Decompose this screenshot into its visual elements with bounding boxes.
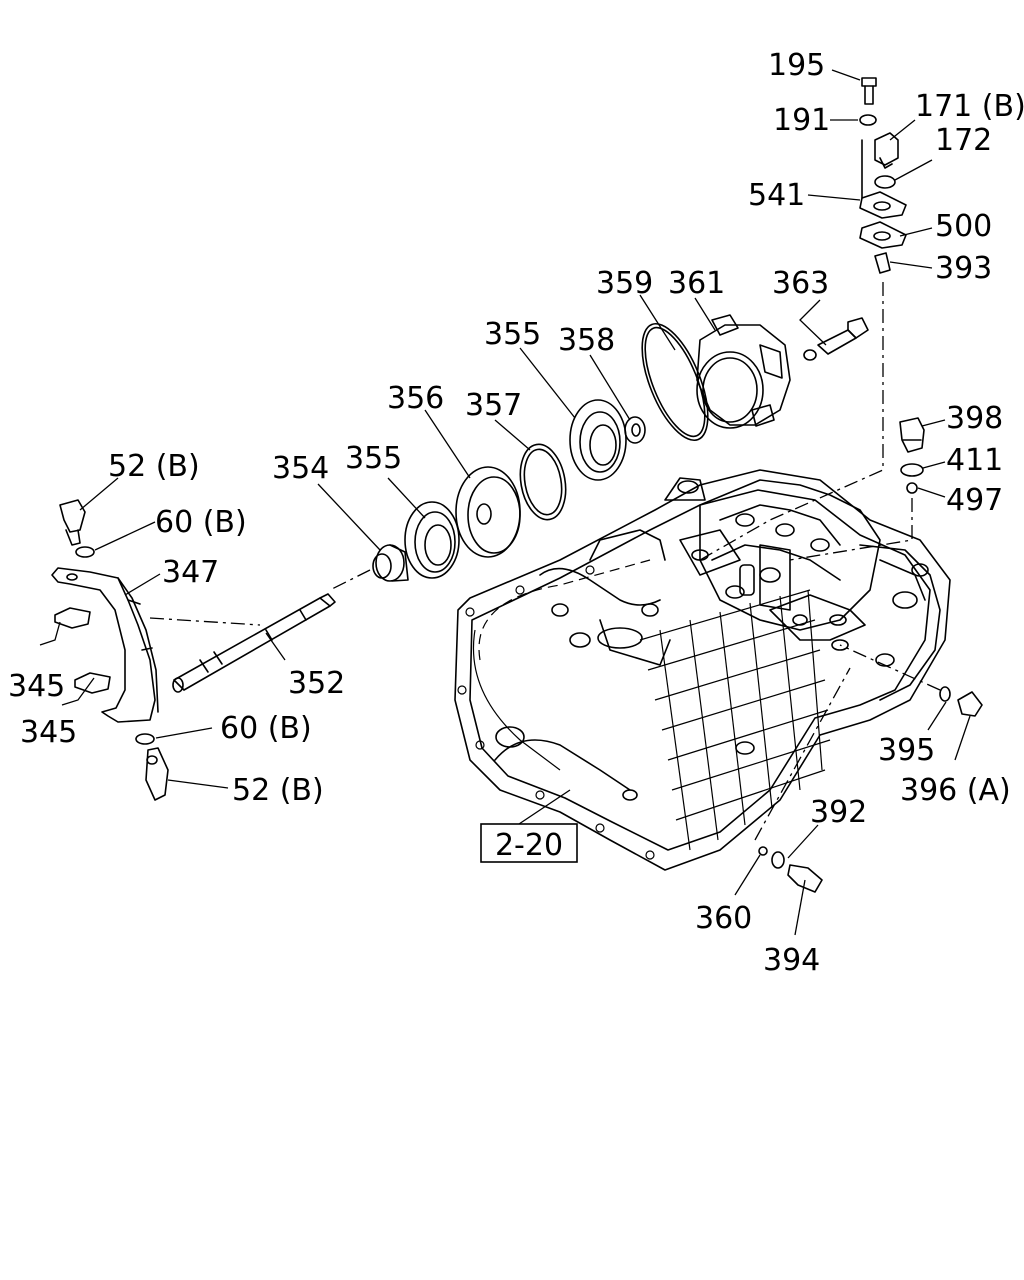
part-394-plug — [787, 864, 823, 893]
label-359: 359 — [596, 266, 653, 301]
label-396a: 396 (A) — [900, 773, 1011, 808]
part-541-plate — [859, 139, 907, 219]
label-345-upper: 345 — [8, 669, 65, 704]
part-354-bushing — [372, 544, 409, 582]
assembly-lines — [149, 282, 941, 841]
part-396a-plug — [957, 691, 983, 717]
part-361-accumulator — [696, 314, 791, 429]
label-392: 392 — [810, 795, 867, 830]
part-352-shift-rod — [172, 593, 336, 693]
label-356: 356 — [387, 381, 444, 416]
leader-lines — [39, 69, 971, 936]
part-356-piston — [455, 466, 521, 558]
part-359-o-ring — [641, 322, 709, 442]
part-52b-bolt-top — [59, 499, 86, 546]
part-500-gasket — [859, 221, 907, 249]
part-411-o-ring — [900, 463, 924, 477]
part-191-washer — [859, 114, 877, 126]
label-172: 172 — [935, 123, 992, 158]
part-358-nut — [624, 416, 646, 444]
part-393-plug — [874, 252, 891, 274]
label-395: 395 — [878, 733, 935, 768]
part-52b-bolt-bottom — [145, 747, 169, 801]
label-195: 195 — [768, 48, 825, 83]
label-347: 347 — [162, 555, 219, 590]
label-394: 394 — [763, 943, 820, 978]
part-355-seal-lower — [404, 501, 460, 579]
part-345-shoe-upper — [54, 607, 91, 629]
label-171b: 171 (B) — [915, 89, 1024, 124]
label-358: 358 — [558, 323, 615, 358]
label-191: 191 — [773, 103, 830, 138]
label-345-lower: 345 — [20, 715, 77, 750]
label-355-upper: 355 — [484, 317, 541, 352]
label-354: 354 — [272, 451, 329, 486]
label-398: 398 — [946, 401, 1003, 436]
label-541: 541 — [748, 178, 805, 213]
label-355-lower: 355 — [345, 441, 402, 476]
reference-box: 2-20 — [480, 823, 578, 863]
label-361: 361 — [668, 266, 725, 301]
label-357: 357 — [465, 388, 522, 423]
part-392-o-ring — [771, 851, 785, 869]
label-360: 360 — [695, 901, 752, 936]
label-52b-top: 52 (B) — [108, 449, 200, 484]
part-345-shoe-lower — [74, 672, 111, 694]
part-60b-washer-bottom — [135, 733, 155, 745]
part-171b-switch — [874, 132, 899, 169]
label-60b-top: 60 (B) — [155, 505, 247, 540]
part-360-ball — [758, 846, 768, 856]
label-411: 411 — [946, 443, 1003, 478]
part-355-seal-upper — [569, 399, 627, 481]
label-393: 393 — [935, 251, 992, 286]
callout-labels: 195 191 171 (B) 172 541 500 393 359 361 … — [8, 48, 1024, 978]
transmission-case — [454, 469, 951, 871]
label-500: 500 — [935, 209, 992, 244]
part-347-shift-fork — [51, 567, 159, 723]
reference-box-label: 2-20 — [495, 828, 563, 863]
label-60b-bottom: 60 (B) — [220, 711, 312, 746]
part-363-bolt — [803, 317, 869, 361]
part-395-o-ring — [939, 686, 951, 702]
label-352: 352 — [288, 666, 345, 701]
part-497-ball — [906, 482, 918, 494]
part-172-o-ring — [874, 175, 896, 189]
part-60b-washer-top — [75, 546, 95, 558]
part-357-snap-ring — [519, 443, 567, 521]
label-363: 363 — [772, 266, 829, 301]
label-497: 497 — [946, 483, 1003, 518]
part-195-bolt — [861, 77, 877, 105]
label-52b-bottom: 52 (B) — [232, 773, 324, 808]
part-398-switch — [899, 417, 925, 453]
